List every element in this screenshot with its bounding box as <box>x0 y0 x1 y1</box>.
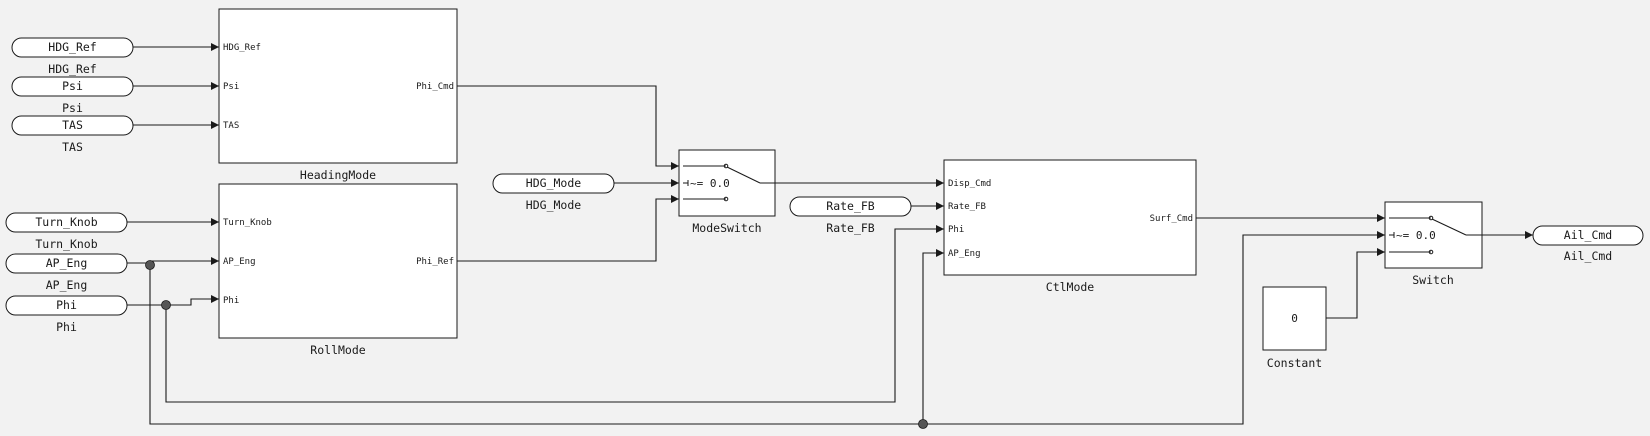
inport-turn-knob[interactable]: Turn_Knob Turn_Knob <box>5 212 128 251</box>
inport-tas[interactable]: TAS TAS <box>11 115 134 154</box>
inport-rate-fb-value: Rate_FB <box>826 199 875 213</box>
mode-switch-name: ModeSwitch <box>692 221 761 235</box>
outport-ail-cmd-value: Ail_Cmd <box>1564 228 1612 242</box>
inport-ap-eng-value: AP_Eng <box>46 256 88 270</box>
signal-phi-ref[interactable] <box>457 195 679 262</box>
switch-name: Switch <box>1412 273 1454 287</box>
inport-phi-label: Phi <box>56 320 77 334</box>
mode-switch-icon <box>683 163 775 202</box>
signal-ap-eng-roll[interactable] <box>127 261 219 263</box>
constant-value: 0 <box>1291 312 1298 325</box>
heading-mode-in-port-hdg-ref: HDG_Ref <box>223 43 261 53</box>
ctl-mode-in-port-rate-fb: Rate_FB <box>948 202 986 212</box>
inport-psi[interactable]: Psi Psi <box>11 76 134 115</box>
constant-name: Constant <box>1267 356 1322 370</box>
inport-ap-eng[interactable]: AP_Eng AP_Eng <box>5 253 128 292</box>
subsystem-roll-mode[interactable]: Turn_Knob AP_Eng Phi Phi_Ref RollMode <box>218 183 458 357</box>
inport-tas-label: TAS <box>62 140 83 154</box>
roll-mode-in-port-turn-knob: Turn_Knob <box>223 218 272 228</box>
heading-mode-in-port-tas: TAS <box>223 121 239 131</box>
roll-mode-in-port-ap-eng: AP_Eng <box>223 257 256 267</box>
inport-hdg-mode[interactable]: HDG_Mode HDG_Mode <box>492 173 615 212</box>
roll-mode-name: RollMode <box>310 343 365 357</box>
ctl-mode-in-port-disp-cmd: Disp_Cmd <box>948 179 991 189</box>
inport-rate-fb[interactable]: Rate_FB Rate_FB <box>789 196 912 235</box>
ctl-mode-name: CtlMode <box>1046 280 1095 294</box>
inport-psi-label: Psi <box>62 101 83 115</box>
signal-ap-eng-ctl[interactable] <box>922 249 944 424</box>
heading-mode-in-port-psi: Psi <box>223 82 239 92</box>
ctl-mode-in-port-ap-eng: AP_Eng <box>948 249 981 259</box>
heading-mode-out-port-phi-cmd: Phi_Cmd <box>416 82 454 92</box>
switch-icon <box>1389 215 1482 255</box>
inport-hdg-ref-value: HDG_Ref <box>48 40 96 54</box>
inport-hdg-mode-label: HDG_Mode <box>526 198 581 212</box>
inport-hdg-mode-value: HDG_Mode <box>526 176 581 190</box>
branch-point-ap-eng-ctl <box>918 419 928 429</box>
signal-phi-ctl[interactable] <box>165 225 944 403</box>
inport-hdg-ref[interactable]: HDG_Ref HDG_Ref <box>11 37 134 76</box>
inport-phi[interactable]: Phi Phi <box>5 295 128 334</box>
inport-ap-eng-label: AP_Eng <box>46 278 88 292</box>
inport-turn-knob-value: Turn_Knob <box>35 215 97 229</box>
branch-point-ap-eng <box>145 260 155 270</box>
inport-turn-knob-label: Turn_Knob <box>35 237 97 251</box>
signal-lines <box>127 43 1533 425</box>
outport-ail-cmd[interactable]: Ail_Cmd Ail_Cmd <box>1532 225 1644 263</box>
inport-hdg-ref-label: HDG_Ref <box>48 62 96 76</box>
inport-psi-value: Psi <box>62 79 83 93</box>
roll-mode-in-port-phi: Phi <box>223 296 239 306</box>
roll-mode-out-port-phi-ref: Phi_Ref <box>416 257 454 267</box>
inport-tas-value: TAS <box>62 118 83 132</box>
ctl-mode-in-port-phi: Phi <box>948 225 964 235</box>
inport-phi-value: Phi <box>56 298 77 312</box>
heading-mode-name: HeadingMode <box>300 168 376 182</box>
signal-constant[interactable] <box>1326 248 1385 319</box>
signal-ap-eng-switch[interactable] <box>149 231 1385 425</box>
inport-rate-fb-label: Rate_FB <box>826 221 875 235</box>
switch-block-switch[interactable]: ~= 0.0 Switch <box>1384 201 1483 287</box>
subsystem-ctl-mode[interactable]: Disp_Cmd Rate_FB Phi AP_Eng Surf_Cmd Ctl… <box>943 159 1197 294</box>
outport-ail-cmd-label: Ail_Cmd <box>1564 249 1612 263</box>
branch-point-phi <box>161 300 171 310</box>
constant-block[interactable]: 0 Constant <box>1262 286 1327 370</box>
signal-phi-cmd[interactable] <box>457 85 679 170</box>
signal-phi-roll[interactable] <box>127 295 219 306</box>
subsystem-heading-mode[interactable]: HDG_Ref Psi TAS Phi_Cmd HeadingMode <box>218 8 458 182</box>
switch-criteria: ~= 0.0 <box>1396 229 1436 242</box>
mode-switch-criteria: ~= 0.0 <box>690 177 730 190</box>
ctl-mode-out-port-surf-cmd: Surf_Cmd <box>1150 214 1193 224</box>
switch-block-mode-switch[interactable]: ~= 0.0 ModeSwitch <box>678 149 776 235</box>
